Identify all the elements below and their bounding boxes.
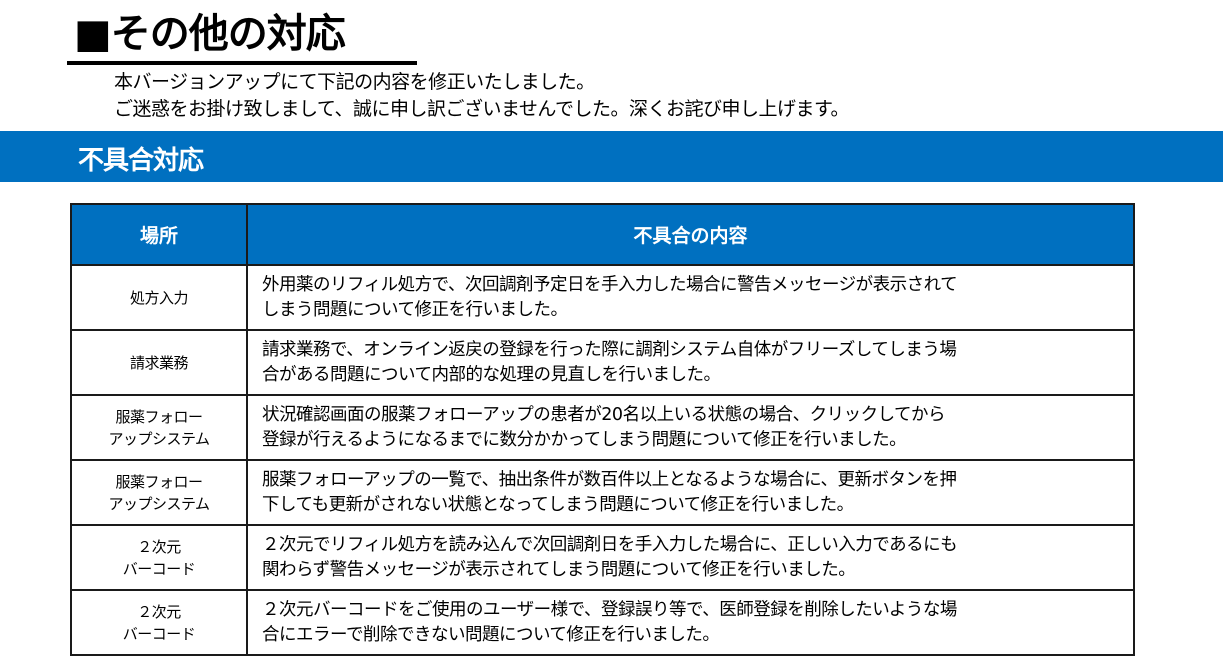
description-line: 合がある問題について内部的な処理の見直しを行いました。 xyxy=(262,364,721,385)
description-cell: 服薬フォローアップの一覧で、抽出条件が数百件以上となるような場合に、更新ボタンを… xyxy=(246,459,1135,526)
description-line: 服薬フォローアップの一覧で、抽出条件が数百件以上となるような場合に、更新ボタンを… xyxy=(262,469,957,490)
place-cell: 請求業務 xyxy=(70,329,248,396)
description-line: ２次元でリフィル処方を読み込んで次回調剤日を手入力した場合に、正しい入力であるに… xyxy=(262,534,958,555)
place-cell: ２次元バーコード xyxy=(70,524,248,591)
table-row: ２次元バーコード ２次元バーコードをご使用のユーザー様で、登録誤り等で、医師登録を… xyxy=(70,589,1135,656)
header-place: 場所 xyxy=(70,203,248,266)
description-line: しまう問題について修正を行いました。 xyxy=(262,299,568,320)
table-row: 服薬フォローアップシステム服薬フォローアップの一覧で、抽出条件が数百件以上となる… xyxy=(70,459,1135,526)
title-underline xyxy=(67,61,417,65)
description-cell: ２次元でリフィル処方を読み込んで次回調剤日を手入力した場合に、正しい入力であるに… xyxy=(246,524,1135,591)
section-title: 不具合対応 xyxy=(78,146,204,176)
place-line: ２次元 xyxy=(137,537,181,556)
description-line: 下しても更新がされない状態となってしまう問題について修正を行いました。 xyxy=(262,494,854,515)
place-cell: ２次元バーコード xyxy=(70,589,248,656)
table-row: 請求業務 請求業務で、オンライン返戻の登録を行った際に調剤システム自体がフリーズし… xyxy=(70,329,1135,396)
description-line: 状況確認画面の服薬フォローアップの患者が20名以上いる状態の場合、クリックしてか… xyxy=(262,404,946,425)
place-cell: 処方入力 xyxy=(70,264,248,331)
intro-line: 本バージョンアップにて下記の内容を修正いたしました。 xyxy=(114,71,595,93)
header-description: 不具合の内容 xyxy=(246,203,1135,266)
place-line: バーコード xyxy=(122,559,196,578)
place-line: アップシステム xyxy=(108,494,210,513)
description-line: ２次元バーコードをご使用のユーザー様で、登録誤り等で、医師登録を削除したいような… xyxy=(262,599,957,620)
place-line: バーコード xyxy=(122,624,196,643)
description-cell: ２次元バーコードをご使用のユーザー様で、登録誤り等で、医師登録を削除したいような… xyxy=(246,589,1135,656)
description-line: 関わらず警告メッセージが表示されてしまう問題について修正を行いました。 xyxy=(262,559,856,580)
description-line: 外用薬のリフィル処方で、次回調剤予定日を手入力した場合に警告メッセージが表示され… xyxy=(262,274,958,295)
description-cell: 外用薬のリフィル処方で、次回調剤予定日を手入力した場合に警告メッセージが表示され… xyxy=(246,264,1135,331)
description-line: 請求業務で、オンライン返戻の登録を行った際に調剤システム自体がフリーズしてしまう… xyxy=(262,339,957,360)
table-row: ２次元バーコード ２次元でリフィル処方を読み込んで次回調剤日を手入力した場合に、正… xyxy=(70,524,1135,591)
place-line: アップシステム xyxy=(108,429,210,448)
place-line: 服薬フォロー xyxy=(115,472,203,491)
description-cell: 状況確認画面の服薬フォローアップの患者が20名以上いる状態の場合、クリックしてか… xyxy=(246,394,1135,461)
section-band: 不具合対応 xyxy=(0,131,1223,182)
description-line: 合にエラーで削除できない問題について修正を行いました。 xyxy=(262,624,720,645)
place-cell: 服薬フォローアップシステム xyxy=(70,459,248,526)
description-cell: 請求業務で、オンライン返戻の登録を行った際に調剤システム自体がフリーズしてしまう… xyxy=(246,329,1135,396)
page-title: ■その他の対応 xyxy=(74,11,346,57)
place-line: 服薬フォロー xyxy=(115,407,203,426)
place-line: 処方入力 xyxy=(129,288,189,307)
table-row: 服薬フォローアップシステム状況確認画面の服薬フォローアップの患者が20名以上いる… xyxy=(70,394,1135,461)
place-cell: 服薬フォローアップシステム xyxy=(70,394,248,461)
issues-table: 場所 不具合の内容 処方入力 外用薬のリフィル処方で、次回調剤予定日を手入力した場… xyxy=(70,203,1135,656)
intro-line: ご迷惑をお掛け致しまして、誠に申し訳ございませんでした。深くお詫び申し上げます。 xyxy=(114,98,850,120)
place-line: ２次元 xyxy=(137,602,181,621)
description-line: 登録が行えるようになるまでに数分かかってしまう問題について修正を行いました。 xyxy=(262,429,907,450)
place-line: 請求業務 xyxy=(129,353,189,372)
table-row: 処方入力 外用薬のリフィル処方で、次回調剤予定日を手入力した場合に警告メッセージが… xyxy=(70,264,1135,331)
